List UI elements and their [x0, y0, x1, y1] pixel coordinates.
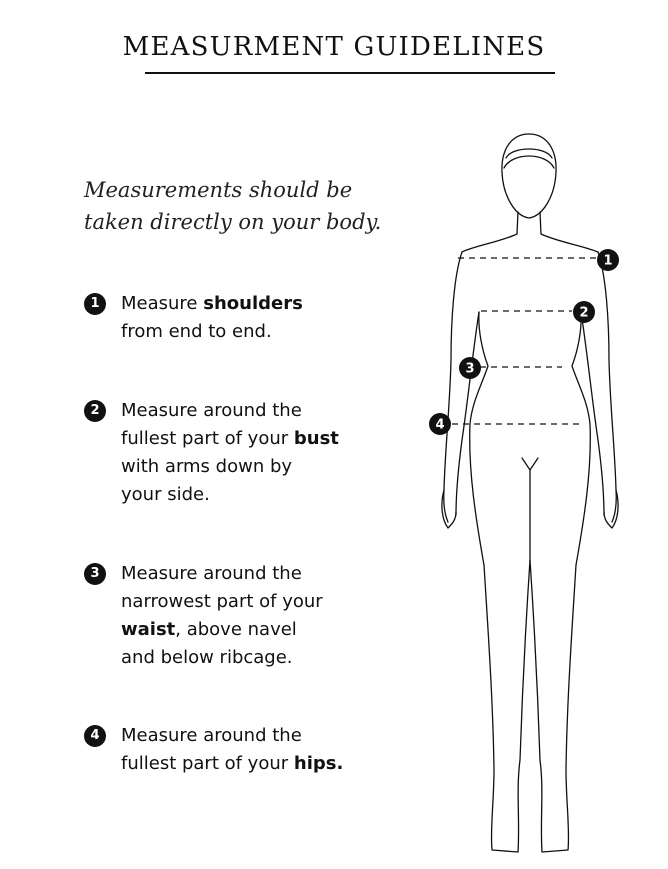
figure-head	[501, 133, 557, 219]
step-hips: 4 Measure around the fullest part of your…	[84, 722, 404, 778]
step-text-line: narrowest part of your	[121, 588, 404, 616]
marker-waist: 3	[459, 357, 481, 379]
marker-bust: 2	[573, 301, 595, 323]
step-text-segment: fullest part of your	[121, 753, 294, 774]
step-emphasis: shoulders	[203, 293, 303, 314]
figure-right-neck-shoulder	[539, 211, 599, 253]
marker-hips: 4	[429, 413, 451, 435]
figure-hairband	[505, 148, 553, 159]
body-figure-illustration: 1 2 3 4	[429, 133, 619, 853]
figure-crotch	[521, 457, 539, 471]
step-waist: 3 Measure around the narrowest part of yo…	[84, 560, 404, 672]
step-number-badge: 1	[84, 293, 106, 315]
step-text-segment: narrowest part of your	[121, 591, 323, 612]
step-text-segment: from end to end.	[121, 321, 272, 342]
figure-left-arm	[443, 251, 463, 523]
intro-text: Measurements should be taken directly on…	[84, 174, 414, 238]
step-text-line: fullest part of your hips.	[121, 750, 404, 778]
step-number-badge: 3	[84, 563, 106, 585]
step-text-line: Measure around the	[121, 722, 404, 750]
step-text-segment: Measure around the	[121, 725, 302, 746]
step-text-segment: Measure	[121, 293, 204, 314]
marker-label: 4	[435, 418, 444, 433]
step-text-line: fullest part of your bust	[121, 425, 404, 453]
figure-left-neck-shoulder	[461, 211, 519, 253]
step-text-segment: fullest part of your	[121, 428, 294, 449]
marker-shoulders: 1	[597, 249, 619, 271]
step-text-line: from end to end.	[121, 318, 404, 346]
page-title: MEASURMENT GUIDELINES	[122, 32, 546, 62]
marker-label: 2	[579, 306, 588, 321]
figure-right-inner-arm	[580, 311, 605, 516]
intro-line-1: Measurements should be	[84, 178, 353, 202]
step-text-line: Measure around the	[121, 397, 404, 425]
figure-left-hand	[441, 489, 457, 529]
marker-label: 3	[465, 362, 474, 377]
figure-left-leg	[483, 559, 531, 853]
step-text-segment: with arms down by	[121, 456, 293, 477]
step-text-segment: your side.	[121, 484, 210, 505]
step-text: Measure around the fullest part of your h…	[121, 722, 404, 778]
figure-hairline	[503, 155, 555, 169]
step-text: Measure shoulders from end to end.	[121, 290, 404, 346]
step-text-segment: Measure around the	[121, 400, 302, 421]
figure-right-arm	[597, 251, 617, 523]
step-text-line: Measure around the	[121, 560, 404, 588]
step-text: Measure around the fullest part of your b…	[121, 397, 404, 509]
step-number-badge: 4	[84, 725, 106, 747]
step-emphasis: waist	[121, 619, 176, 640]
title-underline	[145, 72, 555, 74]
figure-left-torso	[469, 311, 489, 566]
step-emphasis: bust	[293, 428, 339, 449]
intro-line-2: taken directly on your body.	[84, 210, 382, 234]
step-text-segment: Measure around the	[121, 563, 302, 584]
step-text-segment: , above navel	[175, 619, 297, 640]
figure-right-hand	[603, 489, 619, 529]
step-number-badge: 2	[84, 400, 106, 422]
step-emphasis: hips.	[293, 753, 344, 774]
figure-left-inner-arm	[455, 311, 480, 516]
step-text-line: waist, above navel	[121, 616, 404, 644]
step-text-segment: and below ribcage.	[121, 647, 293, 668]
figure-right-leg	[529, 559, 577, 853]
figure-right-torso	[571, 311, 591, 566]
marker-label: 1	[603, 254, 612, 269]
step-text-line: Measure shoulders	[121, 290, 404, 318]
step-bust: 2 Measure around the fullest part of your…	[84, 397, 404, 509]
step-text-line: your side.	[121, 481, 404, 509]
step-text: Measure around the narrowest part of your…	[121, 560, 404, 672]
step-text-line: with arms down by	[121, 453, 404, 481]
step-text-line: and below ribcage.	[121, 644, 404, 672]
step-shoulders: 1 Measure shoulders from end to end.	[84, 290, 404, 346]
